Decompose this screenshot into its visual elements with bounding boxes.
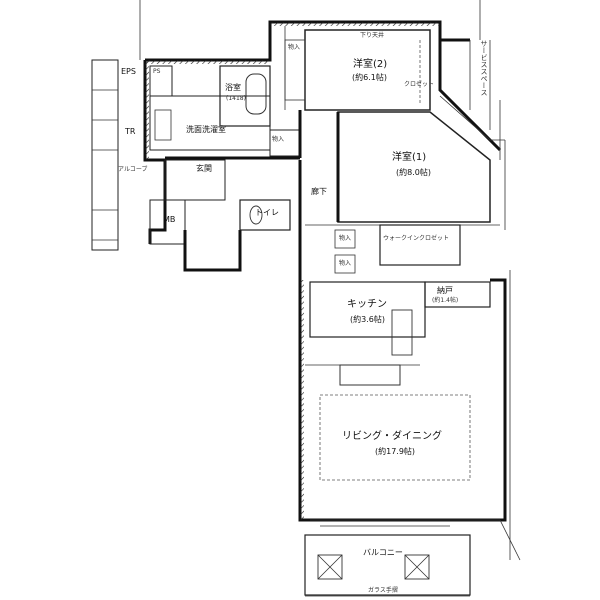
western-room-2-name: 洋室(2) <box>353 59 388 70</box>
eps-label: EPS <box>121 67 136 76</box>
washroom-name: 洗面洗濯室 <box>186 125 226 134</box>
glass-railing-label: ガラス手摺 <box>368 587 398 594</box>
alcove-label: アルコーブ <box>118 166 148 173</box>
storage-a-label: 物入 <box>339 235 352 242</box>
tr-label: TR <box>125 127 136 136</box>
kitchen-size: (約3.6帖) <box>350 315 385 324</box>
bath-name: 浴室 <box>225 83 241 92</box>
entrance-name: 玄関 <box>196 164 212 173</box>
kitchen-name: キッチン <box>347 299 387 310</box>
service-space-label: サービススペース <box>480 40 488 96</box>
ps-label: PS <box>153 68 161 75</box>
western-room-2-size: (約6.1帖) <box>352 73 387 82</box>
living-name: リビング・ダイニング <box>342 431 442 442</box>
bath-size: (1418) <box>226 95 246 102</box>
storage-b-label: 物入 <box>339 260 352 267</box>
living-size: (約17.9帖) <box>375 447 416 456</box>
western-room-1-name: 洋室(1) <box>392 152 427 163</box>
walk-in-closet-name: ウォークインクロゼット <box>383 235 450 242</box>
storage-size: (約1.4帖) <box>432 297 459 304</box>
closet-label: クロゼット <box>404 81 435 88</box>
storage-name: 納戸 <box>437 286 453 295</box>
balcony-name: バルコニー <box>363 548 403 557</box>
storage-c-label: 物入 <box>288 44 301 51</box>
western-room-1-size: (約8.0帖) <box>396 168 431 177</box>
toilet-name: トイレ <box>255 208 279 217</box>
mb-label: MB <box>163 215 176 224</box>
shoe-storage-label: 物入 <box>272 136 285 143</box>
lower-beam-label: 下り天井 <box>360 32 385 39</box>
hallway-name: 廊下 <box>311 187 327 196</box>
